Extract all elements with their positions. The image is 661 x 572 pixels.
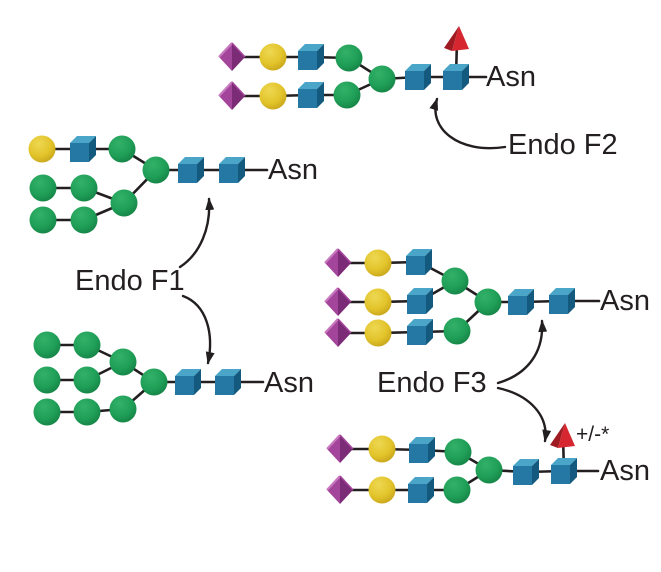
glcnac-cube-icon (175, 369, 201, 395)
mannose-sphere-icon (109, 348, 137, 376)
mannose-sphere-icon (70, 174, 98, 202)
sialic-acid-cube-icon (324, 287, 352, 316)
glcnac-cube-icon (409, 437, 435, 463)
mannose-sphere-icon (33, 398, 61, 426)
sialic-acid-cube-icon (218, 81, 246, 110)
glcnac-cube-icon (405, 64, 431, 90)
mannose-sphere-icon (441, 267, 469, 295)
glcnac-cube-icon (219, 157, 245, 183)
mannose-sphere-icon (73, 331, 101, 359)
mannose-sphere-icon (33, 366, 61, 394)
mannose-sphere-icon (368, 65, 396, 93)
asn-label-hybrid-glycan: Asn (268, 154, 318, 186)
endo-f3-label: Endo F3 (377, 367, 487, 399)
optional-fucose-label: +/-* (576, 423, 610, 446)
endo-f1-label: Endo F1 (75, 265, 185, 297)
galactose-sphere-icon (364, 249, 392, 277)
glcnac-cube-icon (406, 249, 432, 275)
sialic-acid-cube-icon (324, 248, 352, 277)
glcnac-cube-icon (298, 82, 324, 108)
mannose-sphere-icon (333, 81, 361, 109)
glcnac-cube-icon (407, 288, 433, 314)
sialic-acid-cube-icon (218, 42, 246, 71)
galactose-sphere-icon (259, 43, 287, 71)
galactose-sphere-icon (368, 476, 396, 504)
mannose-sphere-icon (108, 135, 136, 163)
endo-f2-label: Endo F2 (508, 129, 618, 161)
glcnac-cube-icon (408, 477, 434, 503)
mannose-sphere-icon (73, 398, 101, 426)
glcnac-cube-icon (551, 458, 577, 484)
asn-label-high-mannose-glycan: Asn (264, 367, 314, 399)
mannose-sphere-icon (73, 366, 101, 394)
mannose-sphere-icon (29, 206, 57, 234)
mannose-sphere-icon (140, 368, 168, 396)
galactose-sphere-icon (368, 435, 396, 463)
glcnac-cube-icon (508, 289, 534, 315)
endo-f3-upper-arrow (496, 319, 548, 385)
glcnac-cube-icon (443, 64, 469, 90)
asn-label-bottom-right-glycan: Asn (600, 455, 650, 487)
glcnac-cube-icon (215, 369, 241, 395)
mannose-sphere-icon (443, 476, 471, 504)
sialic-acid-cube-icon (326, 475, 354, 504)
mannose-sphere-icon (474, 288, 502, 316)
mannose-sphere-icon (142, 156, 170, 184)
galactose-sphere-icon (259, 82, 287, 110)
mannose-sphere-icon (109, 395, 137, 423)
sialic-acid-cube-icon (326, 434, 354, 463)
mannose-sphere-icon (443, 317, 471, 345)
fucose-triangle-icon (550, 423, 575, 448)
glcnac-cube-icon (513, 459, 539, 485)
glcnac-cube-icon (70, 136, 96, 162)
endo-f1-lower-arrow (181, 294, 215, 365)
endo-f3-lower-arrow (496, 386, 552, 443)
endo-f2-arrow (429, 97, 507, 150)
mannose-sphere-icon (33, 331, 61, 359)
glcnac-cube-icon (549, 288, 575, 314)
glcnac-cube-icon (178, 157, 204, 183)
sialic-acid-cube-icon (324, 318, 352, 347)
mannose-sphere-icon (29, 174, 57, 202)
galactose-sphere-icon (364, 288, 392, 316)
mannose-sphere-icon (475, 456, 503, 484)
galactose-sphere-icon (28, 135, 56, 163)
galactose-sphere-icon (364, 319, 392, 347)
fucose-triangle-icon (444, 26, 469, 51)
mannose-sphere-icon (444, 438, 472, 466)
asn-label-top-glycan: Asn (486, 61, 536, 93)
mannose-sphere-icon (335, 44, 363, 72)
asn-label-triantennary-glycan: Asn (600, 285, 650, 317)
glcnac-cube-icon (407, 319, 433, 345)
mannose-sphere-icon (70, 206, 98, 234)
glcnac-cube-icon (298, 44, 324, 70)
endo-f1-upper-arrow (178, 197, 215, 269)
mannose-sphere-icon (110, 189, 138, 217)
